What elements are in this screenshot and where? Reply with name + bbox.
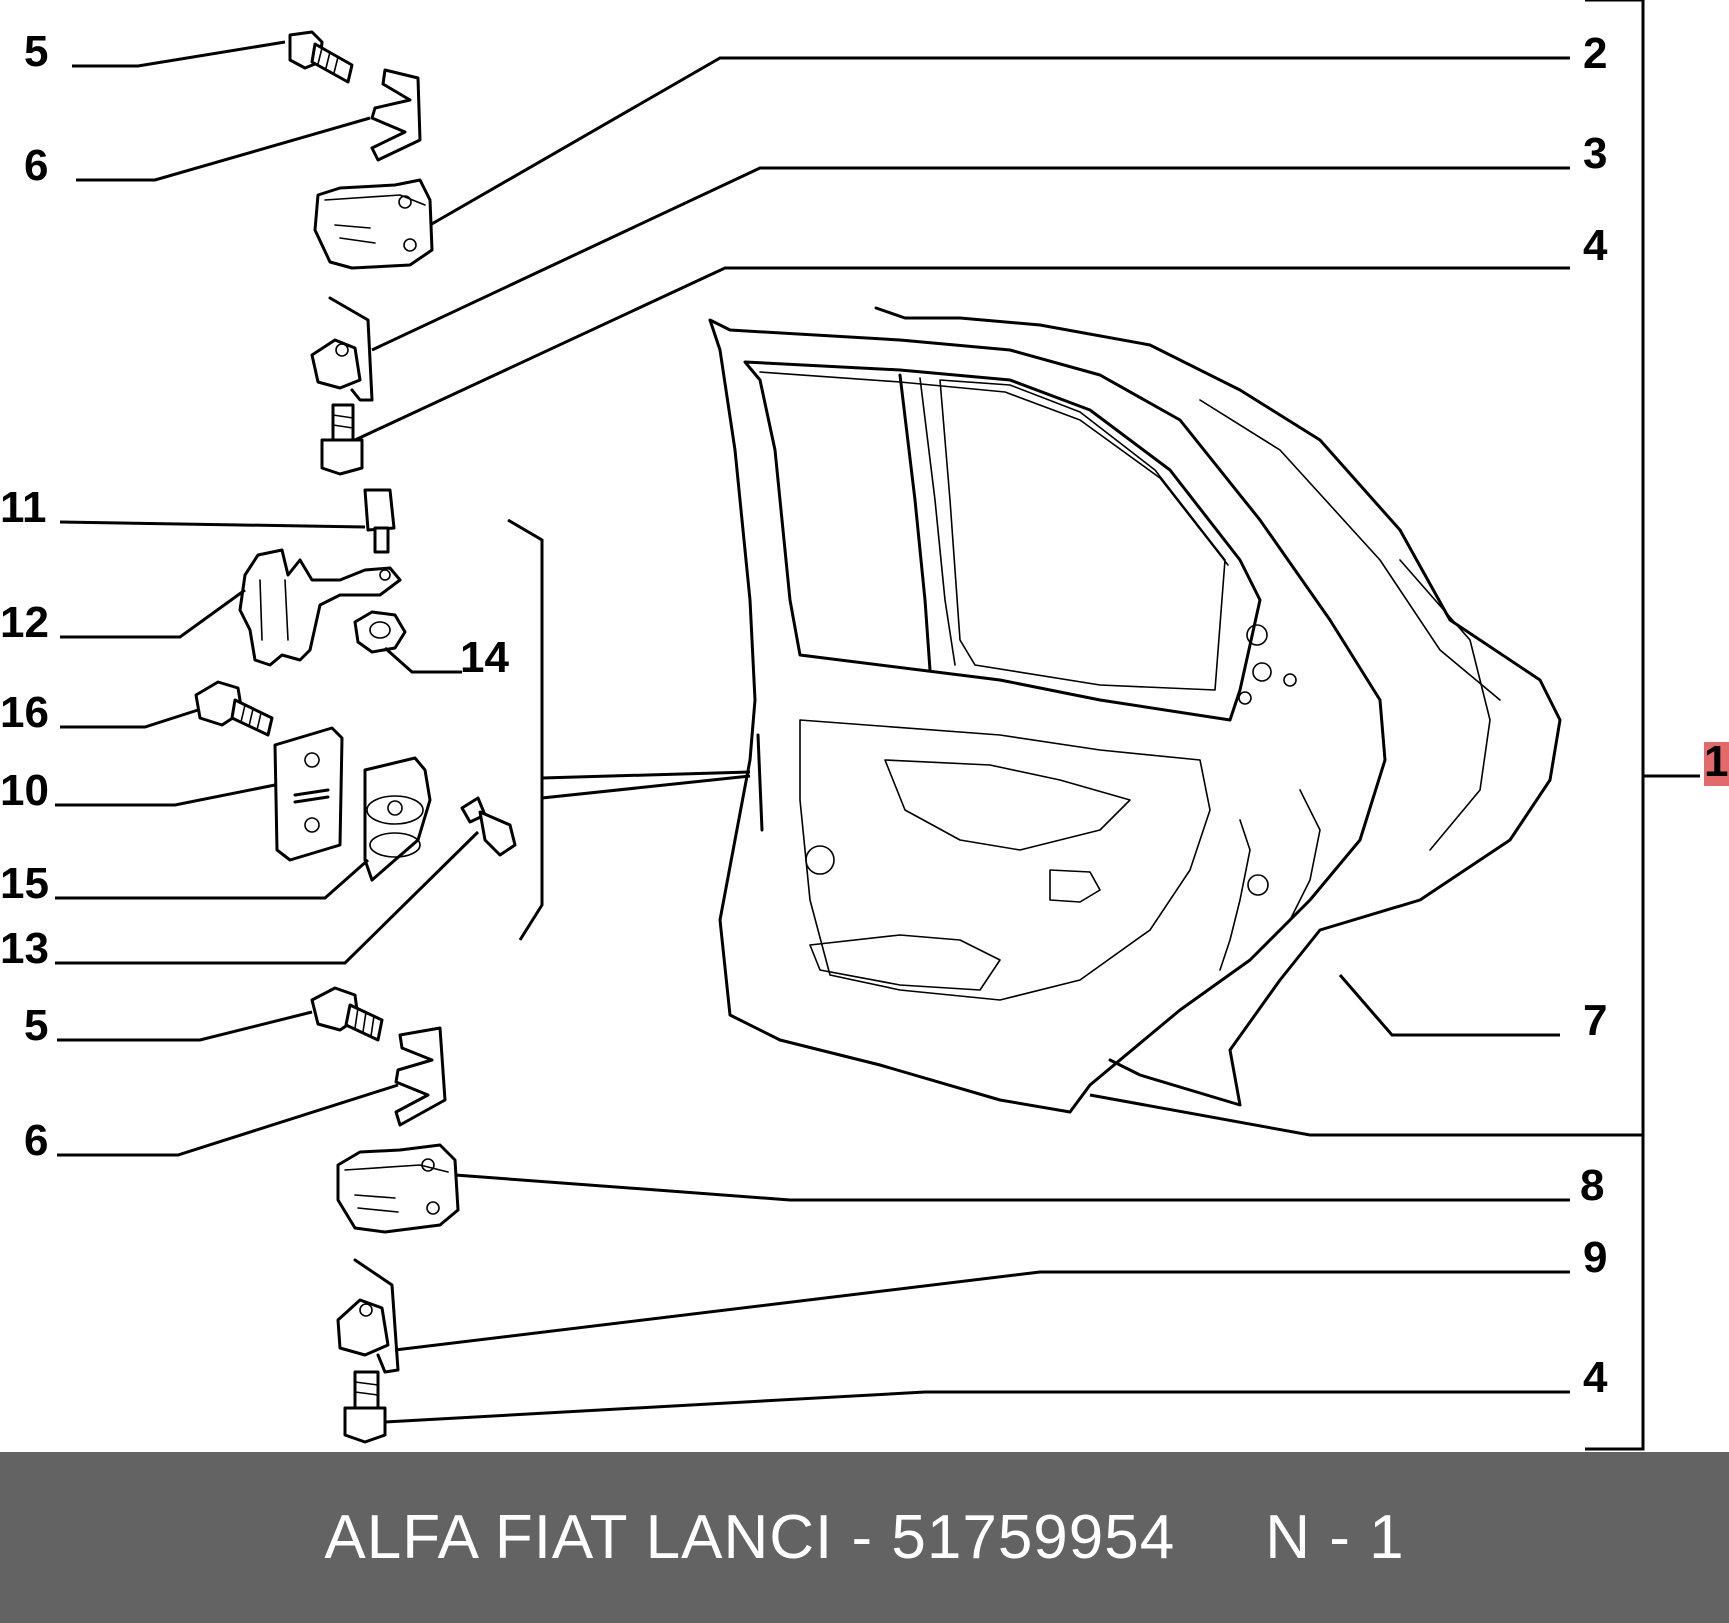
callout-14: 14	[460, 633, 509, 682]
callout-13: 13	[0, 924, 49, 973]
bolt-5-upper	[288, 30, 354, 84]
upper-hinge-body-2	[313, 178, 434, 270]
upper-door-plate-3	[310, 296, 374, 402]
callout-2: 2	[1583, 29, 1607, 78]
callout-10: 10	[0, 766, 49, 815]
callout-16: 16	[0, 688, 49, 737]
leader-9	[394, 1270, 1570, 1352]
leader-7	[1338, 974, 1560, 1037]
callout-8: 8	[1580, 1161, 1604, 1210]
leader-10	[55, 783, 276, 807]
callout-6-lower: 6	[24, 1116, 48, 1165]
grouping-bracket	[507, 518, 751, 941]
screw-4-upper	[320, 403, 364, 476]
exploded-door-diagram: 5 6 11 12 14 16 10 15 13 5 6 2 3 4 1 7 8…	[0, 0, 1729, 1451]
callout-4-lower: 4	[1583, 1353, 1608, 1402]
callout-12: 12	[0, 598, 49, 647]
assembly-bracket-1	[1585, 0, 1729, 1451]
shim-6-upper	[370, 68, 422, 162]
lower-door-plate-9	[336, 1258, 400, 1374]
callout-5-lower: 5	[24, 1001, 48, 1050]
screw-4-lower	[343, 1370, 387, 1444]
callout-9: 9	[1583, 1233, 1607, 1282]
nut-14	[353, 610, 407, 654]
leader-4-lower	[384, 1390, 1570, 1424]
leader-6-upper	[76, 116, 371, 182]
bolt-5-lower	[310, 986, 384, 1042]
lower-hinge-body-8	[336, 1143, 460, 1234]
callout-1-marker	[1704, 742, 1729, 786]
leader-11	[59, 520, 366, 529]
leader-5-upper	[72, 40, 286, 68]
callout-4-upper: 4	[1583, 221, 1608, 270]
pin-11	[363, 488, 396, 554]
footer-part-text: ALFA FIAT LANCI - 51759954	[324, 1503, 1176, 1572]
leader-2	[429, 56, 1570, 227]
screw-16	[194, 680, 274, 737]
callout-11: 11	[0, 483, 47, 532]
leader-3	[371, 166, 1570, 352]
callout-7: 7	[1583, 996, 1607, 1045]
leader-5-lower	[57, 1010, 313, 1042]
leader-door-1	[1089, 1093, 1643, 1137]
screw-13	[460, 796, 517, 857]
callout-6-upper: 6	[24, 141, 48, 190]
callout-3: 3	[1583, 129, 1607, 178]
callout-5-upper: 5	[24, 27, 48, 76]
shim-6-lower	[394, 1026, 447, 1127]
leader-13	[55, 830, 480, 965]
callout-1: 1	[1704, 737, 1728, 786]
leader-lines	[55, 40, 1643, 1424]
leader-6-lower	[57, 1083, 399, 1157]
check-strap-12	[238, 548, 402, 667]
leader-15	[55, 858, 369, 900]
callout-15: 15	[0, 859, 49, 908]
rear-door-shell	[708, 306, 1562, 1114]
leader-4-upper	[354, 266, 1570, 442]
callout-labels: 5 6 11 12 14 16 10 15 13 5 6 2 3 4 1 7 8…	[0, 27, 1728, 1402]
part-number-footer: ALFA FIAT LANCI - 51759954 N - 1	[0, 1452, 1729, 1623]
leader-14	[384, 646, 462, 674]
leader-8	[454, 1173, 1570, 1202]
mounting-bracket-15	[363, 756, 432, 882]
striker-plate-10	[273, 726, 344, 862]
footer-suffix-text: N - 1	[1265, 1503, 1405, 1572]
leader-16	[60, 708, 199, 729]
leader-12	[60, 588, 246, 639]
